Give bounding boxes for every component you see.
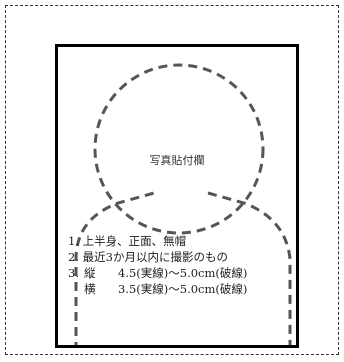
right-shoulder-outline-dashed xyxy=(207,191,292,345)
head-outline-dashed xyxy=(93,63,265,235)
outer-cut-line-dashed xyxy=(5,5,339,355)
person-silhouette-guide xyxy=(74,63,292,345)
requirement-3-width: 横 3.5(実線)～5.0cm(破線) xyxy=(68,281,247,297)
width-value: 3.5(実線)～5.0cm(破線) xyxy=(118,282,248,296)
requirement-2: 2. 最近3か月以内に撮影のもの xyxy=(68,250,228,264)
requirement-3-height: 3. 縦 4.5(実線)～5.0cm(破線) xyxy=(68,265,247,281)
photo-requirements: 1. 上半身、正面、無帽 2. 最近3か月以内に撮影のもの 3. 縦 4.5(実線)… xyxy=(68,233,247,297)
photo-area-label: 写真貼付欄 xyxy=(149,154,205,167)
requirement-3-number: 3. xyxy=(68,266,79,280)
photo-frame-solid: 写真貼付欄 1. 上半身、正面、無帽 2. 最近3か月以内に撮影のもの 3. 縦 4… xyxy=(55,44,299,348)
height-label: 縦 xyxy=(84,266,96,280)
height-value: 4.5(実線)～5.0cm(破線) xyxy=(118,266,248,280)
left-shoulder-outline-dashed xyxy=(74,191,155,345)
width-label: 横 xyxy=(84,282,96,296)
requirement-1: 1. 上半身、正面、無帽 xyxy=(68,234,187,248)
